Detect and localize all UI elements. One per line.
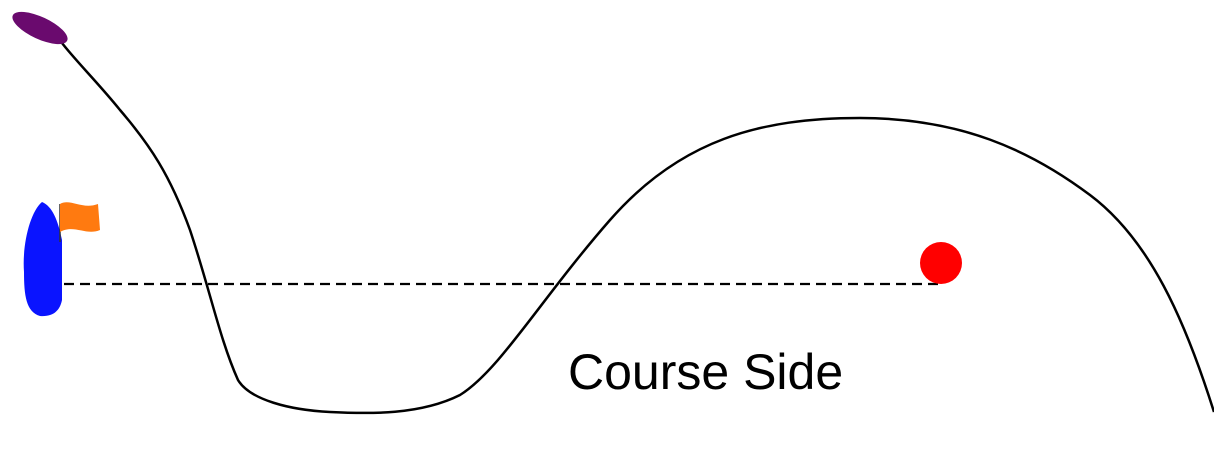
course-side-label: Course Side <box>568 344 843 400</box>
sailboat-icon <box>12 11 68 45</box>
committee-flag-icon <box>60 202 100 232</box>
pin-mark-icon <box>920 242 962 284</box>
sailboat-path <box>50 31 1214 415</box>
committee-boat-icon <box>23 202 63 317</box>
